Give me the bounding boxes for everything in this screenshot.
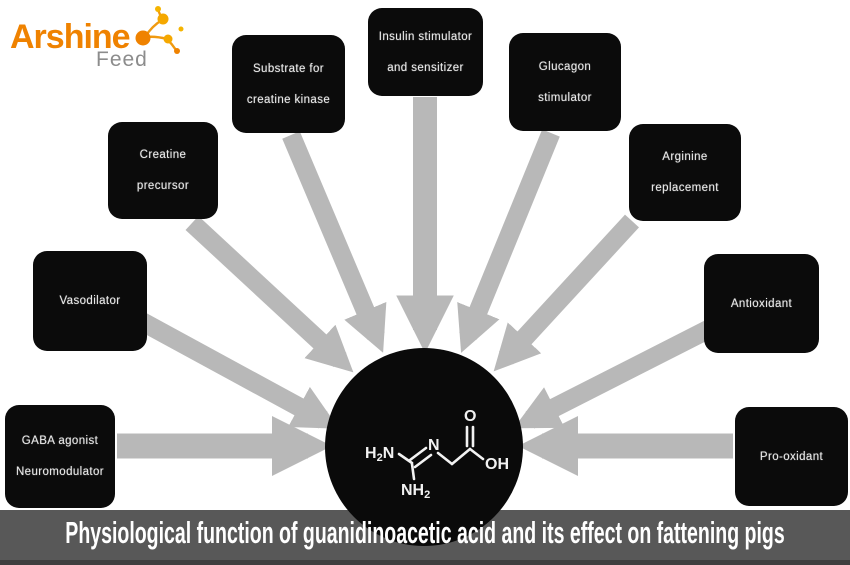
node-label: Pro-oxidant [759,450,824,463]
function-node-insulin-stimulator: Insulin stimulator and sensitizer [368,8,483,96]
molecule-label-o: O [464,408,476,425]
molecule-circle: H2N N O OH NH2 [325,348,523,546]
arrow-antioxidant [513,320,714,429]
node-label: Arginine [662,151,708,163]
function-node-glucagon-stimulator: Glucagon stimulator [509,33,621,131]
node-label: Substrate for [252,62,325,75]
function-node-creatine-precursor: Creatine precursor [108,122,218,219]
node-label: stimulator [538,91,592,104]
arrow-glucagon [457,129,560,353]
node-label: and sensitizer [387,61,464,74]
molecule-label-n: N [428,437,440,454]
logo-brand-text: Arshine [10,18,131,56]
node-label: replacement [651,182,719,194]
molecule-icon [135,6,184,54]
node-label: Antioxidant [730,297,793,310]
node-label: Creatine [139,149,187,161]
banner-title: Physiological function of guanidinoaceti… [65,515,785,550]
function-node-pro-oxidant: Pro-oxidant [735,407,848,506]
arrow-arginine [493,214,639,372]
arrow-vasodilator [136,312,340,429]
molecule-label-h2n: H2N [365,445,394,464]
function-node-creatine-kinase-substrate: Substrate for creatine kinase [232,35,345,133]
function-node-arginine-replacement: Arginine replacement [629,124,741,221]
node-label: precursor [136,180,190,192]
function-node-vasodilator: Vasodilator [33,251,147,351]
arrow-substrate [282,131,387,353]
logo: Arshine Feed [10,6,200,71]
node-label: Neuromodulator [15,466,105,478]
arrow-creatine [185,216,354,373]
molecule-label-nh2: NH2 [401,482,430,501]
function-node-antioxidant: Antioxidant [704,254,819,353]
guanidinoacetic-acid-structure: H2N N O OH NH2 [365,408,509,501]
function-node-gaba: GABA agonist Neuromodulator [5,405,115,508]
node-label: GABA agonist [21,435,99,447]
node-label: Insulin stimulator [378,30,473,43]
node-label: Glucagon [538,60,592,73]
node-label: Vasodilator [59,295,121,307]
molecule-label-oh: OH [485,456,509,473]
logo-sub-text: Feed [96,48,148,71]
node-label: creatine kinase [246,93,331,106]
